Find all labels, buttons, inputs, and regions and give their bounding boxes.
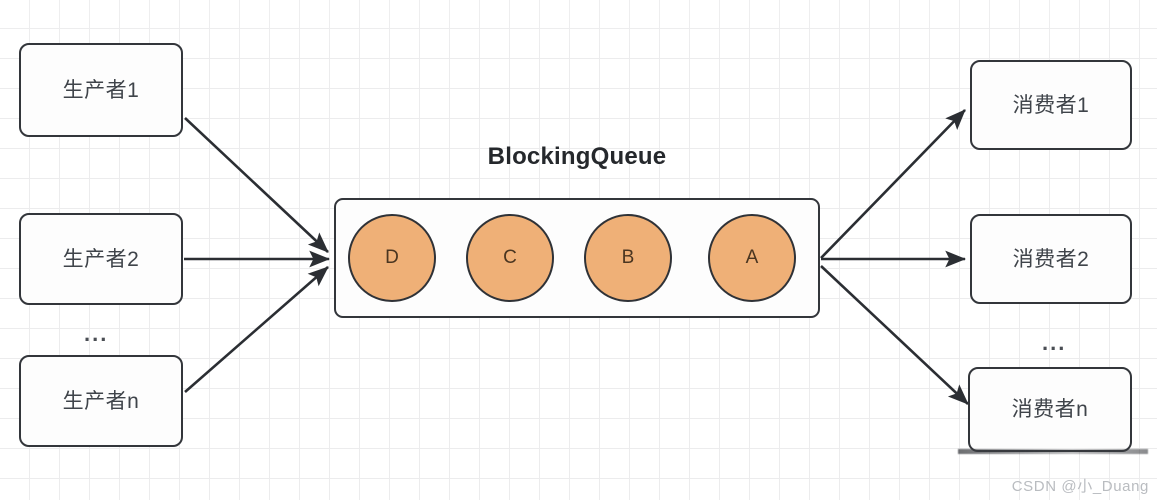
queue-item-label-b: B (621, 247, 635, 268)
consumer-label-n: 消费者n (1011, 398, 1089, 421)
queue-item-label-d: D (385, 247, 399, 268)
queue-item-a[interactable]: A (708, 214, 796, 302)
consumer-box-1[interactable]: 消费者1 (970, 60, 1132, 150)
producer-box-1[interactable]: 生产者1 (19, 43, 183, 137)
queue-item-label-c: C (503, 247, 517, 268)
producer-label-2: 生产者2 (62, 247, 140, 271)
queue-item-label-a: A (745, 247, 759, 268)
producer-box-n[interactable]: 生产者n (19, 355, 183, 447)
consumer-label-2: 消费者2 (1012, 247, 1090, 271)
arrow-queue-to-consumer1 (820, 109, 966, 259)
queue-item-b[interactable]: B (584, 214, 672, 302)
queue-item-c[interactable]: C (466, 214, 554, 302)
producer-ellipsis: ... (84, 321, 109, 346)
arrow-producer1-to-queue (184, 117, 329, 253)
consumer-box-2[interactable]: 消费者2 (970, 214, 1132, 304)
queue-item-d[interactable]: D (348, 214, 436, 302)
producer-label-1: 生产者1 (62, 78, 140, 102)
consumer-box-n[interactable]: 消费者n (968, 367, 1132, 452)
consumer-ellipsis: ... (1042, 330, 1067, 355)
arrow-producern-to-queue (184, 266, 329, 393)
consumer-label-1: 消费者1 (1012, 93, 1090, 117)
producer-label-n: 生产者n (62, 389, 140, 413)
watermark: CSDN @小_Duang (1011, 478, 1149, 495)
queue-title: BlockingQueue (487, 143, 667, 170)
arrow-queue-to-consumern (820, 265, 969, 405)
producer-box-2[interactable]: 生产者2 (19, 213, 183, 305)
